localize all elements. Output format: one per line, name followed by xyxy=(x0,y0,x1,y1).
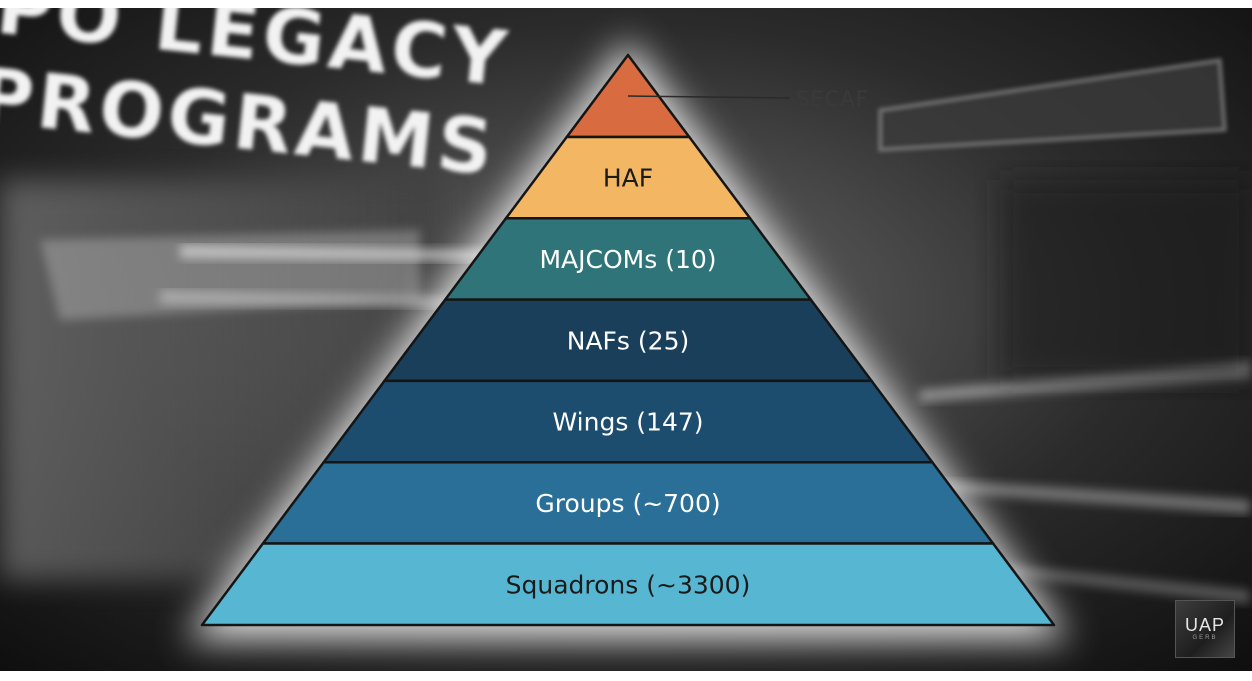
secaf-callout: SECAF xyxy=(627,87,869,111)
pyramid-tier-label-5: Groups (~700) xyxy=(535,489,720,518)
pyramid-tier-6 xyxy=(200,542,1056,627)
channel-logo: UAP GERB xyxy=(1175,600,1235,658)
pyramid-tier-label-3: NAFs (25) xyxy=(567,326,689,355)
pyramid-tier-label-4: Wings (147) xyxy=(552,408,703,437)
callout-leader-line xyxy=(627,95,791,99)
callout-label-secaf: SECAF xyxy=(796,87,869,111)
pyramid-tier-label-1: HAF xyxy=(603,164,653,193)
pyramid-tier-label-6: Squadrons (~3300) xyxy=(506,570,751,599)
logo-main-text: UAP xyxy=(1184,615,1225,635)
pyramid-tier-label-2: MAJCOMs (10) xyxy=(539,245,716,274)
logo-sub-text: GERB xyxy=(1192,635,1218,641)
